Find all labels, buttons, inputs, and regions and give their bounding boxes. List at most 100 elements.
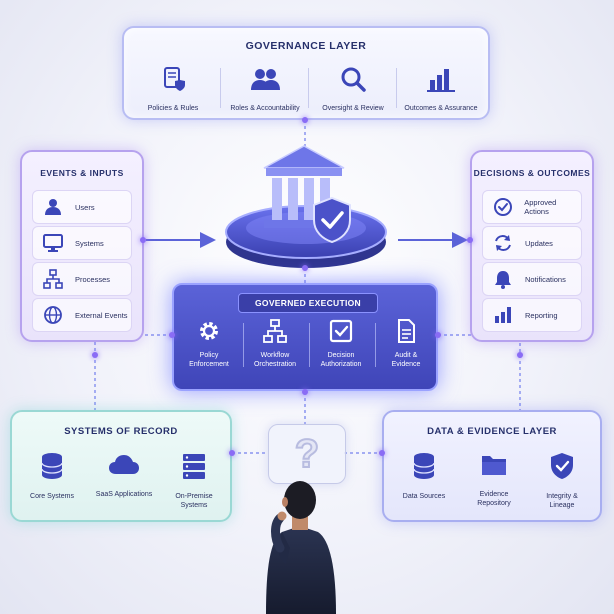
governance-layer-title: GOVERNANCE LAYER [245,40,367,52]
evidence-item-repository[interactable]: Evidence Repository [458,452,530,508]
check-circle-icon [493,198,512,216]
execution-item-policy[interactable]: Policy Enforcement [180,319,238,369]
evidence-item-integrity[interactable]: Integrity & Lineage [526,452,598,510]
execution-item-audit[interactable]: Audit & Evidence [377,319,435,369]
execution-item-label: Policy Enforcement [189,352,229,368]
bell-icon [495,271,511,289]
governance-item-label: Outcomes & Assurance [404,105,478,112]
question-mark: ? [294,431,320,477]
bar-chart-icon [427,69,455,92]
folder-icon [482,456,506,475]
systems-of-record-panel: SYSTEMS OF RECORD Core Systems SaaS Appl… [10,410,232,522]
user-icon [45,199,61,215]
decisions-item-label: Reporting [525,310,558,320]
governance-item-policies[interactable]: Policies & Rules [128,66,218,112]
evidence-item-sources[interactable]: Data Sources [388,452,460,502]
process-flow-icon [43,269,63,289]
governed-execution-panel: GOVERNED EXECUTION Policy Enforcement Wo… [172,283,438,391]
events-item-users[interactable]: Users [32,190,132,224]
database-icon [41,453,63,479]
decisions-outcomes-panel: DECISIONS & OUTCOMES Approved Actions Up… [470,150,594,342]
evidence-item-label: Data Sources [402,493,446,500]
execution-item-decision[interactable]: Decision Authorization [312,319,370,369]
evidence-item-label: Evidence Repository [477,491,511,507]
magnifier-icon [341,67,366,92]
decisions-item-label: Notifications [525,274,566,284]
governance-item-label: Policies & Rules [147,105,199,112]
shield-check-icon [551,453,573,479]
decisions-item-label: Updates [525,238,553,248]
connector-node [379,450,385,456]
connector-node [169,332,175,338]
institution-building-icon [263,145,345,228]
execution-item-label: Workflow Orchestration [253,352,297,368]
events-inputs-panel: EVENTS & INPUTS Users Systems Processes … [20,150,144,342]
bar-chart-icon [495,307,511,323]
systems-of-record-title: SYSTEMS OF RECORD [64,426,178,437]
connector-node [140,237,146,243]
decisions-item-notifications[interactable]: Notifications [482,262,582,296]
data-evidence-title: DATA & EVIDENCE LAYER [427,426,557,437]
divider [396,68,397,108]
governance-item-label: Oversight & Review [322,105,384,112]
execution-item-label: Audit & Evidence [391,352,421,368]
connector-node [302,265,308,271]
events-item-label: Systems [75,238,104,248]
records-item-label: Core Systems [30,493,74,500]
connector-node [92,352,98,358]
events-item-systems[interactable]: Systems [32,226,132,260]
connector-node [467,237,473,243]
divider [308,68,309,108]
decisions-item-label: Approved Actions [524,198,557,216]
globe-icon [44,306,62,324]
checkbox-icon [329,319,353,343]
divider [309,323,310,367]
decisions-item-updates[interactable]: Updates [482,226,582,260]
governance-item-outcomes[interactable]: Outcomes & Assurance [396,66,486,112]
decisions-item-approved[interactable]: Approved Actions [482,190,582,224]
shield-check-icon [313,196,351,244]
records-item-core[interactable]: Core Systems [16,452,88,502]
events-inputs-title: EVENTS & INPUTS [40,168,124,178]
events-item-label: Users [75,202,95,212]
connector-node [517,352,523,358]
question-box: ? [268,424,346,484]
refresh-icon [495,235,511,251]
decisions-outcomes-title: DECISIONS & OUTCOMES [473,168,591,178]
connector-node [229,450,235,456]
workflow-icon [263,319,287,343]
document-icon [398,319,415,343]
governance-item-oversight[interactable]: Oversight & Review [308,66,398,112]
users-icon [251,69,280,90]
connector-node [302,117,308,123]
events-item-label: Processes [75,274,111,284]
decisions-item-reporting[interactable]: Reporting [482,298,582,332]
execution-item-workflow[interactable]: Workflow Orchestration [246,319,304,369]
records-item-label: On-Premise Systems [175,493,213,509]
governance-layer-panel: GOVERNANCE LAYER Policies & Rules Roles … [122,26,490,120]
divider [375,323,376,367]
execution-item-label: Decision Authorization [320,352,362,368]
database-icon [413,453,435,479]
governance-item-roles[interactable]: Roles & Accountability [220,66,310,112]
events-item-label: External Events [75,310,128,320]
divider [220,68,221,108]
governed-execution-title: GOVERNED EXECUTION [238,293,378,313]
governance-item-label: Roles & Accountability [230,105,300,112]
connector-node [435,332,441,338]
events-item-processes[interactable]: Processes [32,262,132,296]
connector-node [302,389,308,395]
policy-document-icon [164,67,185,91]
server-icon [183,454,205,479]
cloud-icon [109,455,139,474]
records-item-onprem[interactable]: On-Premise Systems [158,452,230,510]
divider [243,323,244,367]
records-item-saas[interactable]: SaaS Applications [88,452,160,500]
monitor-icon [43,234,63,252]
gear-icon [200,322,218,340]
events-item-external[interactable]: External Events [32,298,132,332]
evidence-item-label: Integrity & Lineage [546,493,578,509]
records-item-label: SaaS Applications [95,491,153,498]
businessman-figure [266,481,336,614]
